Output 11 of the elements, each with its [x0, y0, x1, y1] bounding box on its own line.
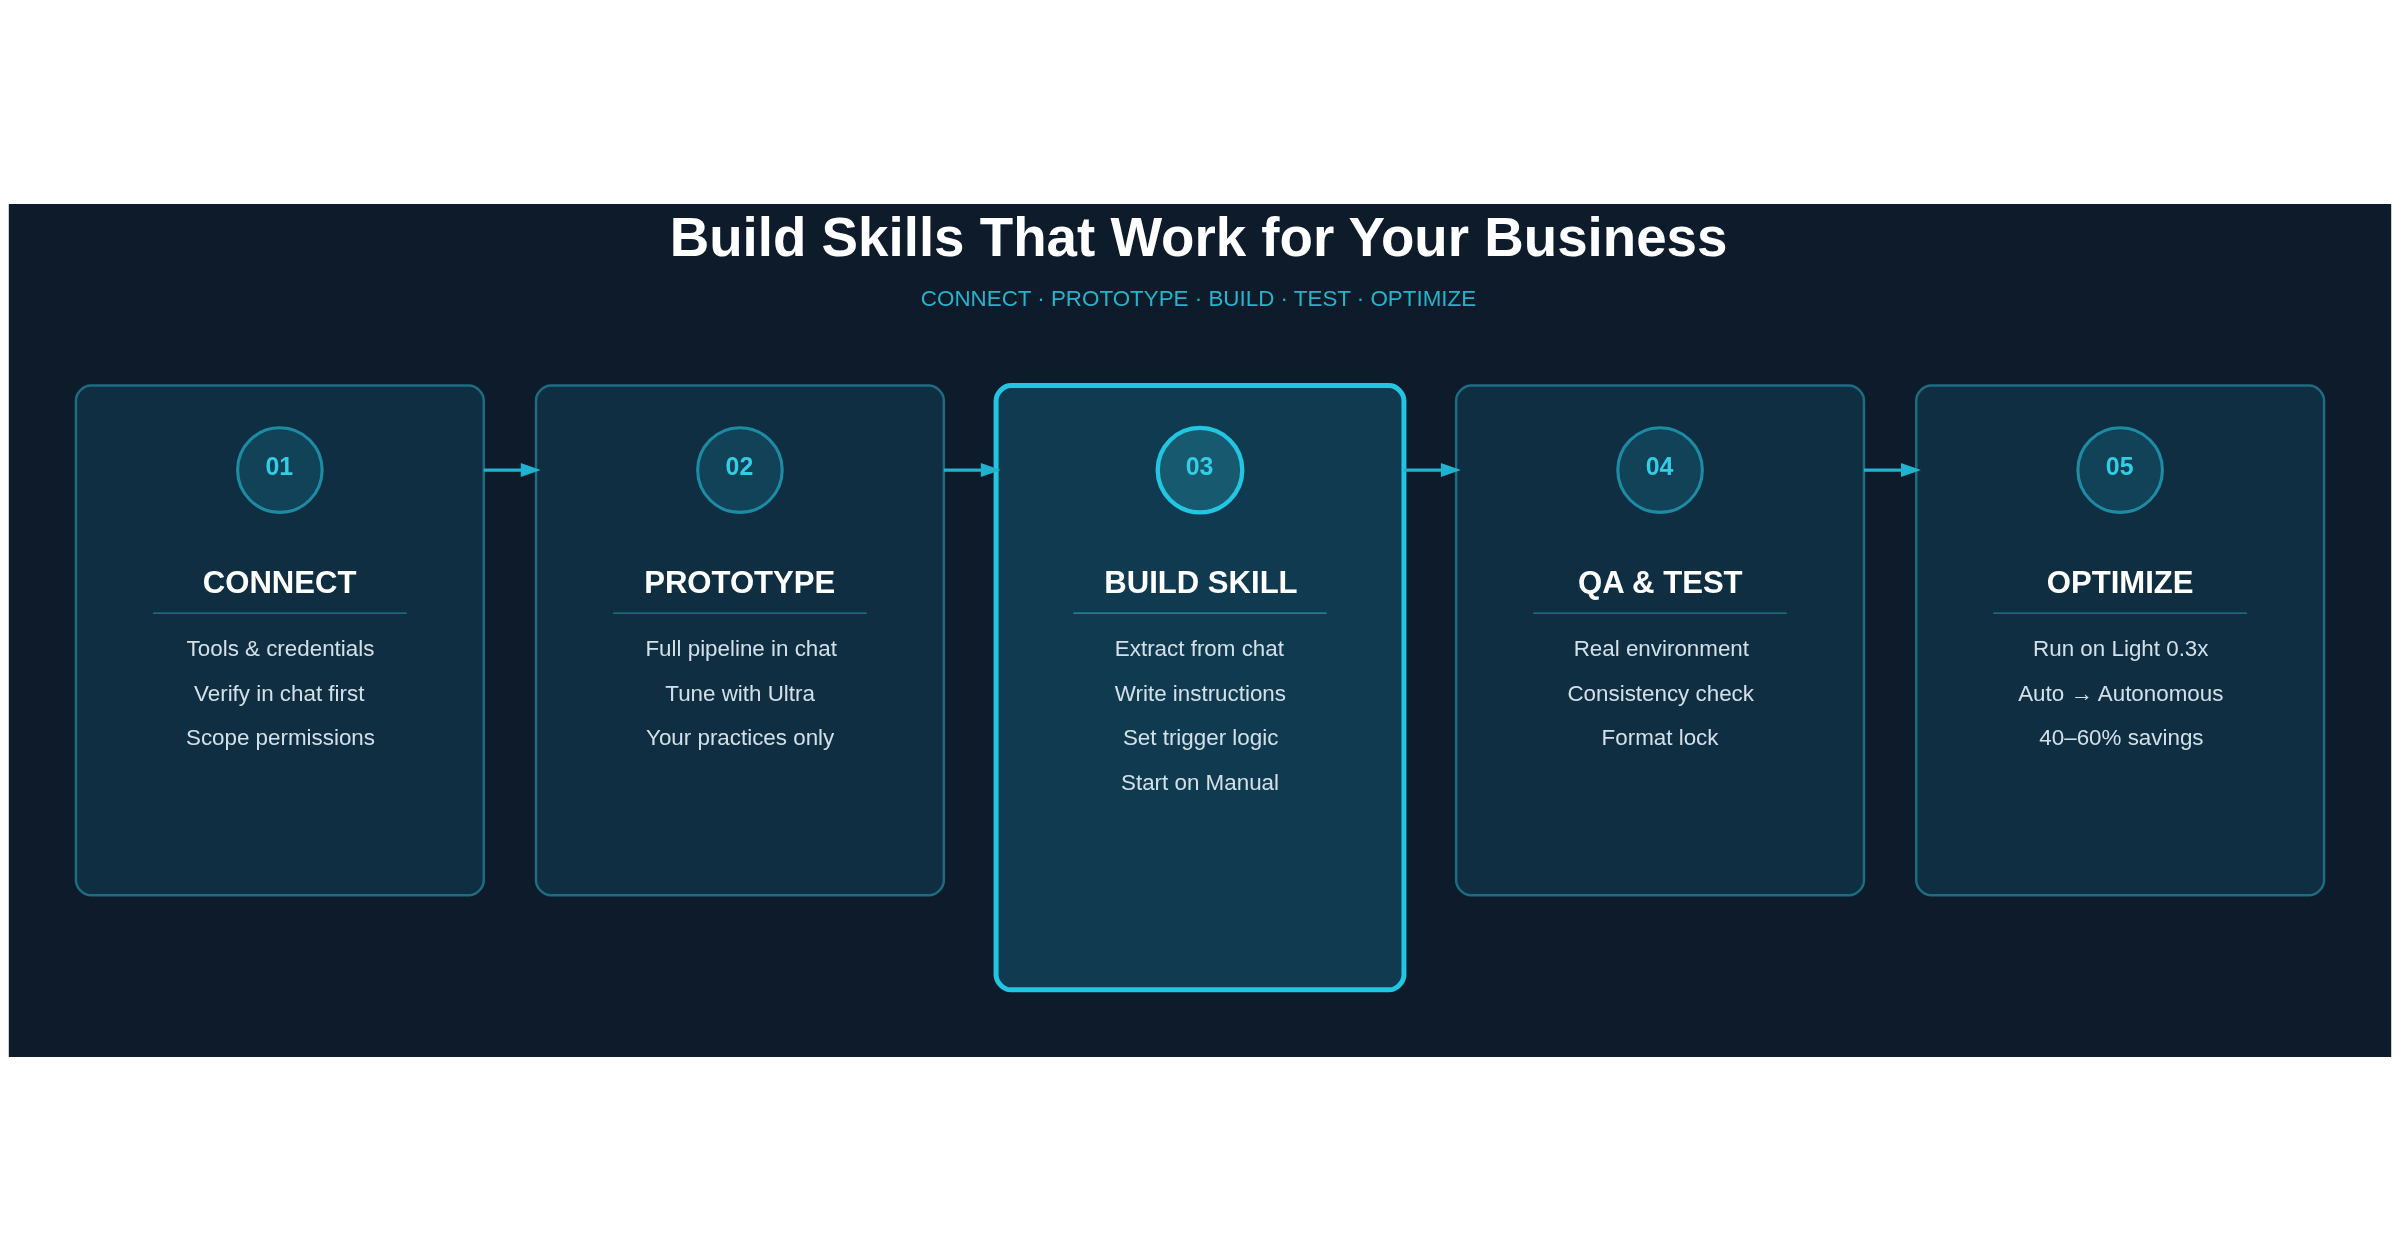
node-circle: 01	[236, 425, 324, 514]
arrow	[1403, 462, 1461, 477]
arrow	[483, 462, 541, 477]
label: CONNECT · PROTOTYPE · BUILD · TEST · OPTIMIZE	[920, 285, 1477, 311]
arrow	[943, 462, 1001, 477]
node-circle: 02	[696, 425, 784, 514]
arrow	[1864, 462, 1921, 477]
diagram-title: Build Skills That Work for Your Business	[669, 205, 1728, 268]
node-circle: 04	[1616, 425, 1704, 514]
node-circle: 05	[2076, 425, 2164, 514]
node-circle: 03	[1155, 425, 1245, 515]
